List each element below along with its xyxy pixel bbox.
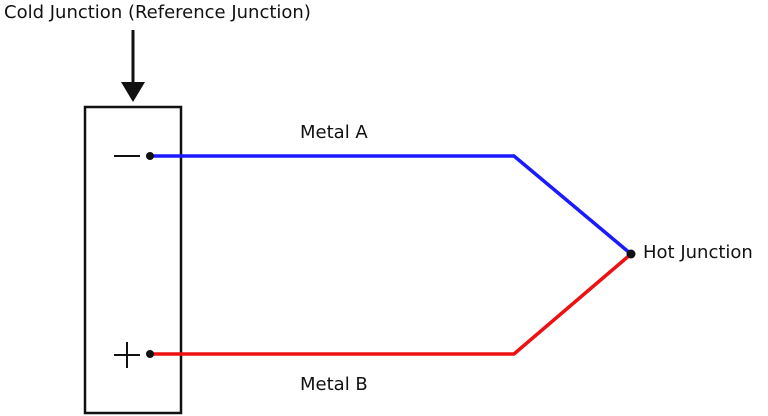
metal-b-wire <box>151 252 633 356</box>
metal-b-label: Metal B <box>300 374 368 395</box>
hot-junction-dot <box>626 249 636 259</box>
cold-junction-arrow-head <box>121 82 145 102</box>
cold-junction-label: Cold Junction (Reference Junction) <box>4 2 311 23</box>
metal-a-wire <box>151 154 633 256</box>
hot-junction-label: Hot Junction <box>643 242 753 263</box>
reference-junction-block <box>83 105 183 415</box>
positive-terminal-dot <box>146 350 154 358</box>
negative-terminal-dot <box>146 152 154 160</box>
metal-a-label: Metal A <box>300 122 368 143</box>
